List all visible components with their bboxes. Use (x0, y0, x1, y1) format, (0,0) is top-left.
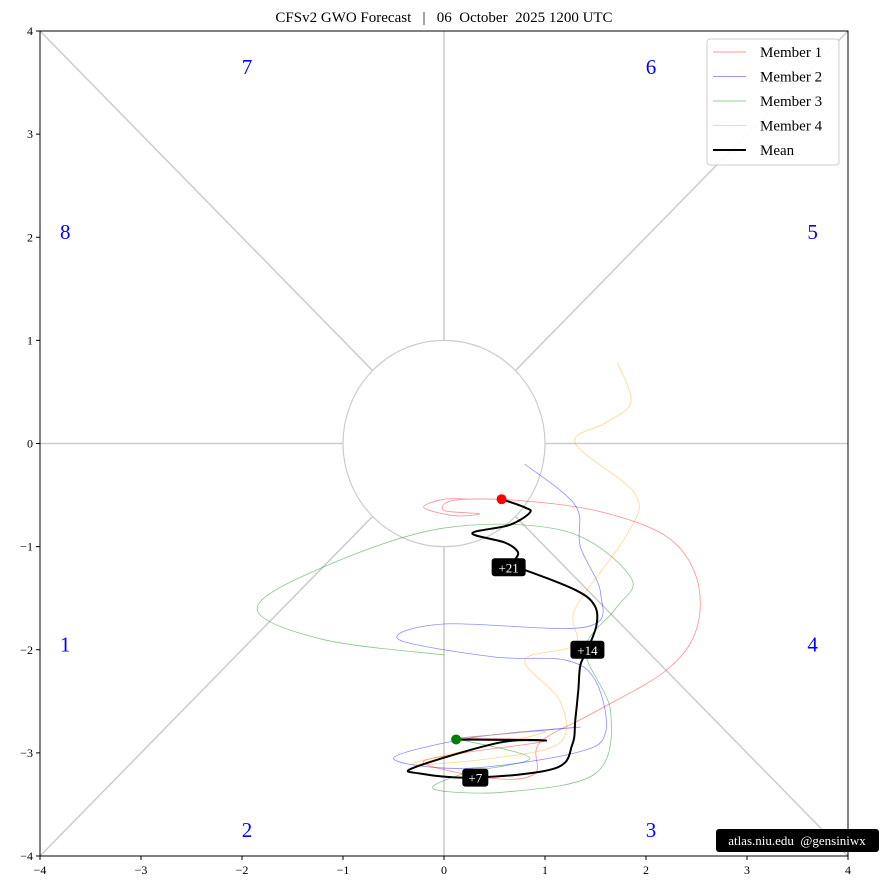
legend-label: Member 4 (760, 119, 823, 135)
legend: Member 1 Member 2 Member 3 Member 4 Mean (706, 38, 840, 166)
annotation-label: +21 (498, 560, 518, 575)
grid-diagonal (514, 515, 849, 857)
annotation-label: +14 (577, 643, 598, 658)
series-line-member-4 (412, 362, 640, 766)
x-tick-label: −3 (135, 863, 148, 877)
day-annotations: +7 +14 +21 (462, 558, 605, 787)
chart-title: CFSv2 GWO Forecast | 06 October 2025 120… (275, 10, 612, 26)
y-tick-label: −2 (20, 643, 33, 657)
x-tick-label: −4 (34, 863, 47, 877)
y-tick-label: −4 (20, 849, 33, 863)
x-tick-label: 1 (542, 863, 548, 877)
legend-label: Mean (760, 143, 795, 159)
y-tick-label: 2 (27, 230, 33, 244)
start-point-marker (451, 734, 462, 745)
annotation-box (462, 768, 489, 787)
watermark: atlas.niu.edu @gensiniwx (716, 829, 879, 852)
series-line-member-2 (393, 463, 607, 769)
x-tick-label: −2 (236, 863, 249, 877)
phase-label-6: 6 (646, 55, 657, 79)
grid-diagonal (39, 515, 374, 857)
series-lines (256, 362, 701, 794)
legend-box (706, 38, 840, 166)
x-tick-label: 4 (845, 863, 851, 877)
y-tick-label: 1 (27, 333, 33, 347)
series-line-member-3 (256, 523, 634, 794)
y-tick-label: −1 (20, 540, 33, 554)
phase-label-4: 4 (807, 633, 818, 657)
phase-label-3: 3 (646, 818, 657, 842)
x-tick-label: −1 (337, 863, 350, 877)
annotation-box (491, 558, 526, 577)
x-tick-label: 3 (744, 863, 750, 877)
phase-label-7: 7 (242, 55, 253, 79)
legend-label: Member 3 (760, 94, 822, 110)
legend-label: Member 2 (760, 70, 822, 86)
annotation-box (570, 640, 605, 659)
series-line-mean (406, 498, 599, 779)
watermark-text: atlas.niu.edu @gensiniwx (728, 833, 866, 848)
phase-labels: 1 2 3 4 5 6 7 8 (60, 55, 818, 842)
phase-label-2: 2 (242, 818, 253, 842)
phase-label-1: 1 (60, 633, 71, 657)
phase-grid (39, 30, 849, 857)
y-tick-label: 0 (27, 437, 33, 451)
phase-label-8: 8 (60, 220, 71, 244)
unit-circle (342, 339, 546, 548)
grid-diagonal (39, 30, 374, 372)
axis-ticks: −4 −3 −2 −1 0 1 2 3 4 −4 −3 −2 −1 0 1 2 3 4 (20, 24, 851, 877)
y-tick-label: 4 (27, 24, 33, 38)
y-tick-label: −3 (20, 746, 33, 760)
y-tick-label: 3 (27, 127, 33, 141)
legend-label: Member 1 (760, 45, 822, 61)
annotation-label: +7 (468, 771, 482, 786)
x-tick-label: 0 (441, 863, 447, 877)
x-tick-label: 2 (643, 863, 649, 877)
end-point-marker (496, 494, 507, 505)
phase-label-5: 5 (807, 220, 818, 244)
